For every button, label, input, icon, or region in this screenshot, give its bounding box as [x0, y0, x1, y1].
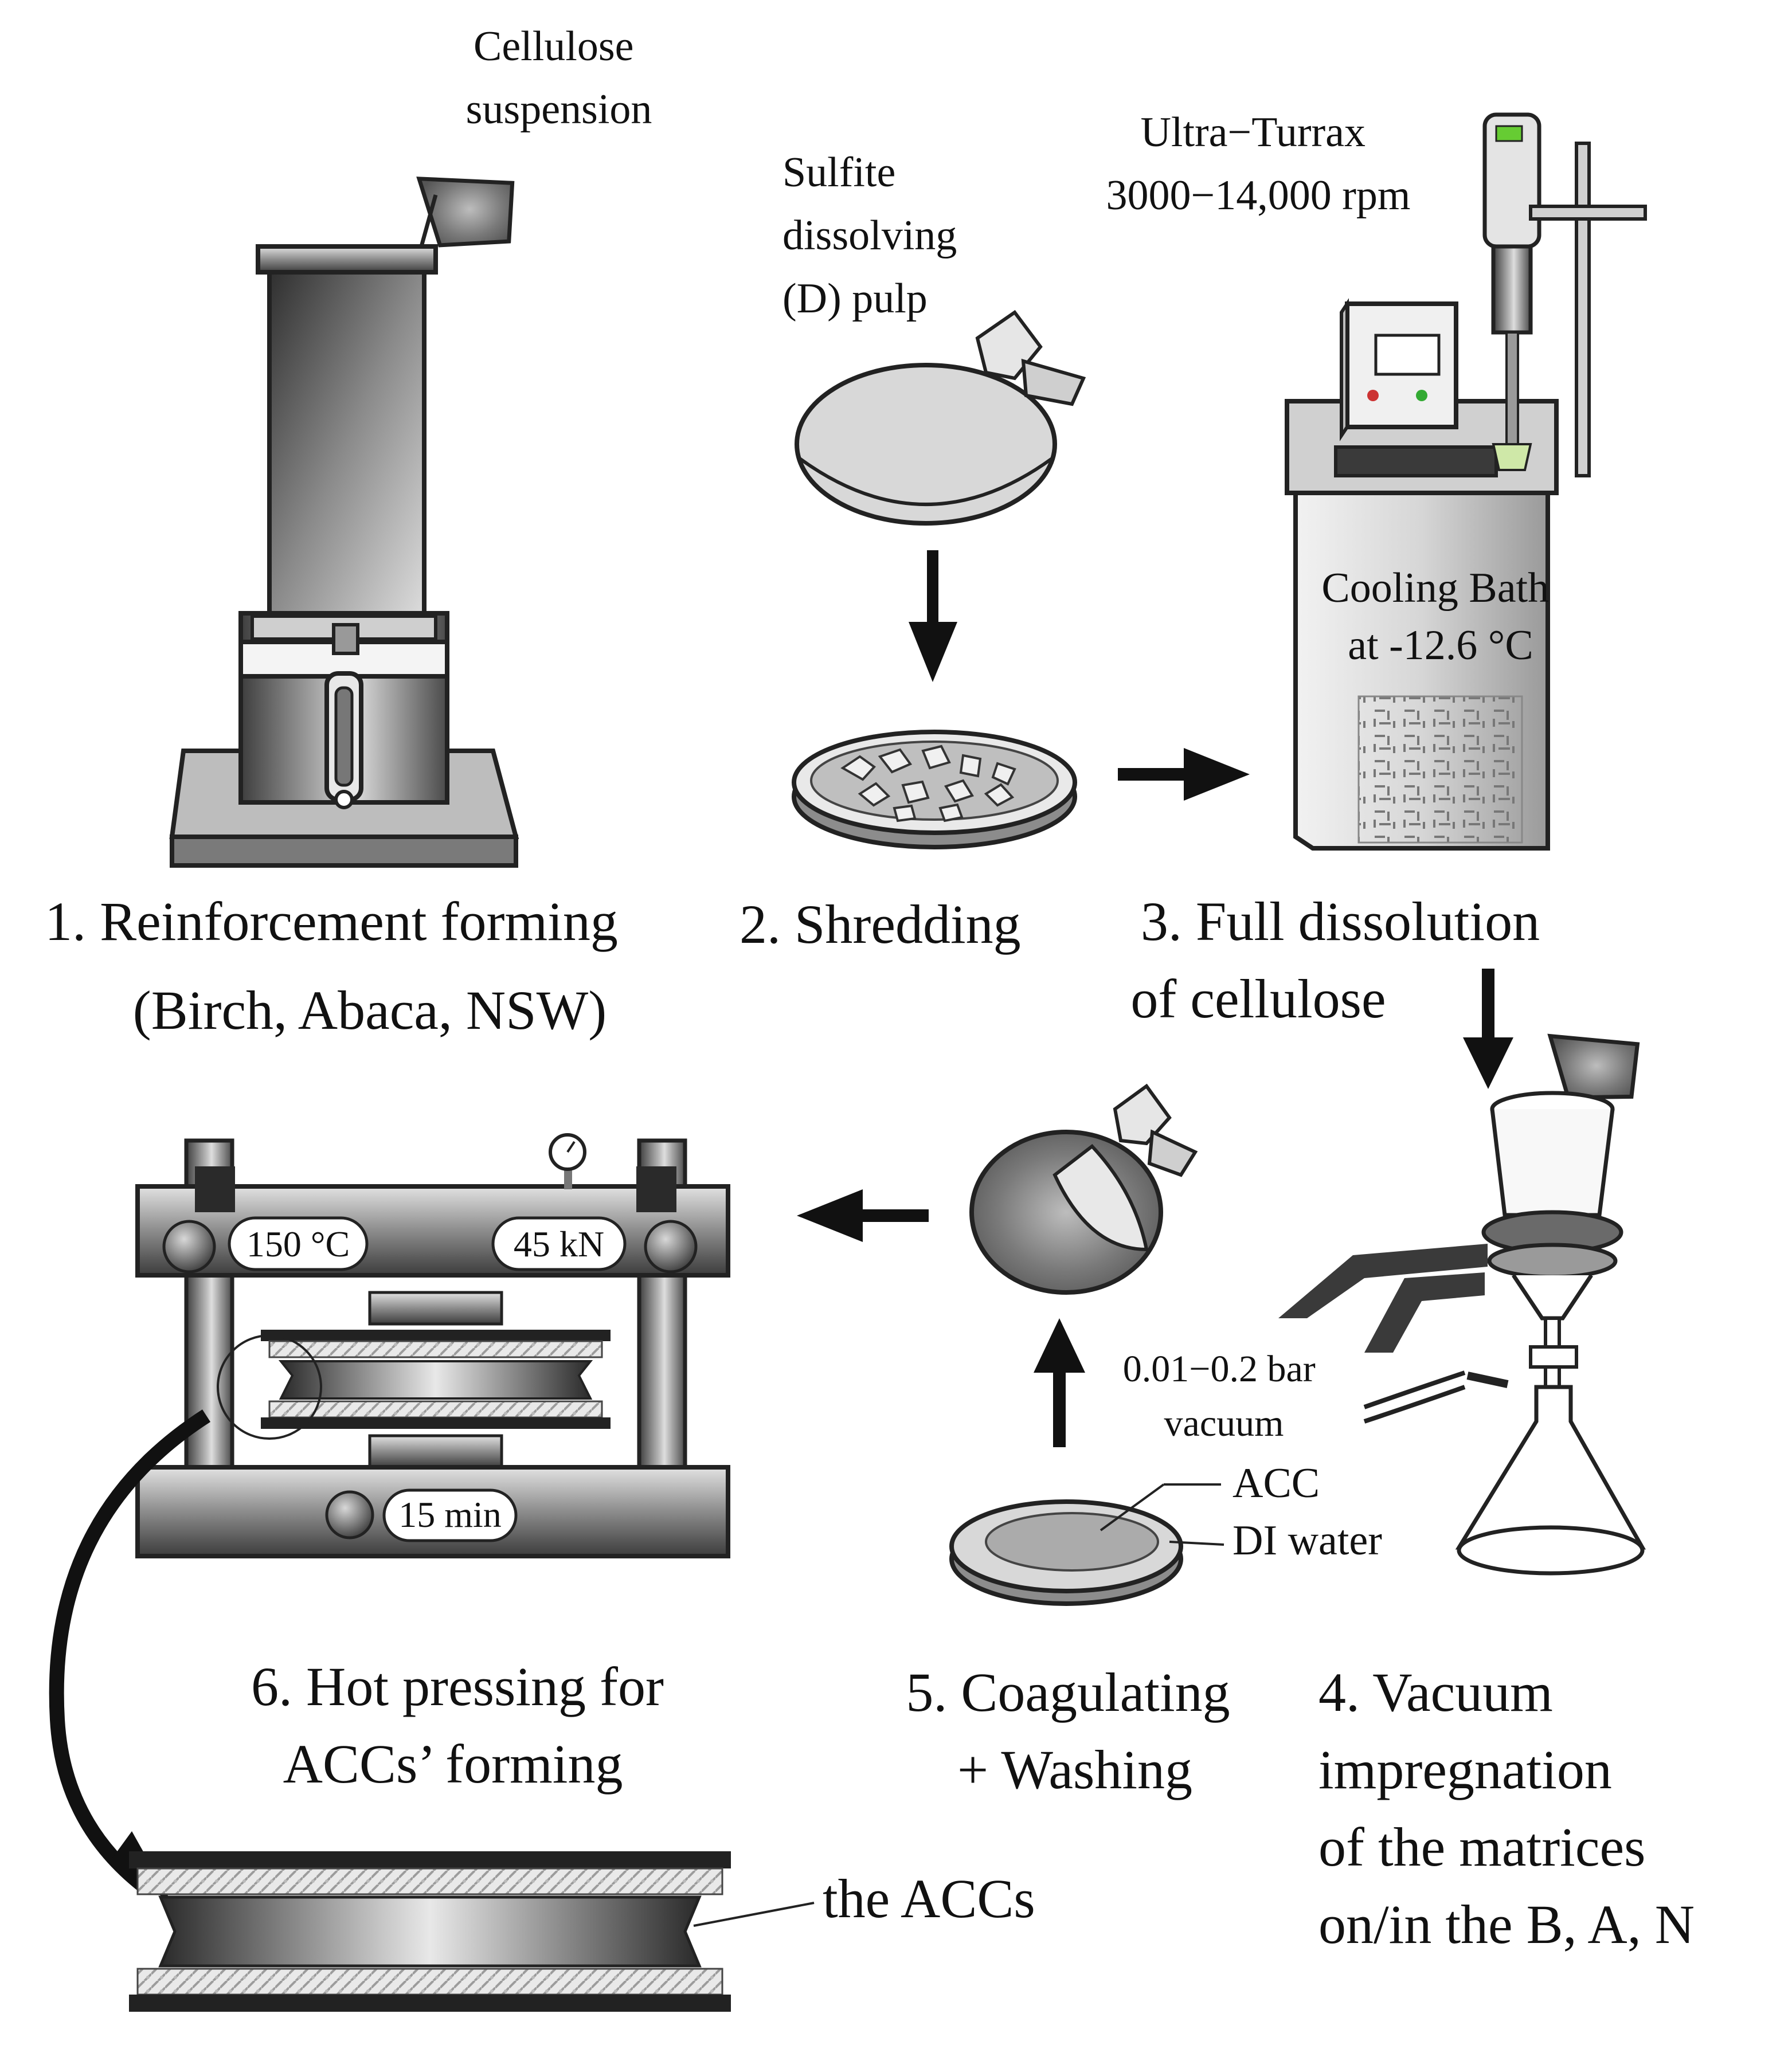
step4-title: 4. Vacuum impregnation of the matrices o…	[1318, 1662, 1695, 1955]
coagulated-sheet	[969, 1130, 1163, 1295]
step6-title: 6. Hot pressing for ACCs’ forming	[251, 1656, 678, 1795]
vacuum-label: 0.01−0.2 bar vacuum	[1123, 1348, 1325, 1444]
vacuum-filtration-setup	[1278, 1091, 1646, 1576]
arrow-sheet-to-press	[797, 1189, 929, 1242]
mixer-label: Ultra−Turrax 3000−14,000 rpm	[1106, 109, 1411, 219]
step1-title: 1. Reinforcement forming (Birch, Abaca, …	[45, 891, 632, 1041]
arrow-bath-to-filter	[1463, 969, 1513, 1089]
press-detail	[129, 1851, 815, 2012]
pulp-sheet	[795, 363, 1057, 526]
arrow-shreds-to-bath	[1118, 748, 1250, 801]
pouring-beaker	[416, 177, 515, 248]
pouring-beaker-2	[1547, 1033, 1640, 1100]
step5-title: 5. Coagulating + Washing	[906, 1662, 1243, 1800]
detail-label: the ACCs	[823, 1868, 1035, 1929]
pulp-label: Sulfite dissolving (D) pulp	[782, 149, 968, 322]
press-force: 45 kN	[514, 1224, 604, 1264]
hand-icon	[975, 310, 1086, 406]
shredded-pulp-dish	[792, 730, 1077, 849]
arrow-dish-to-sheet	[1034, 1318, 1085, 1447]
bath-label: Cooling Bath at -12.6 °C	[1321, 565, 1559, 669]
sheet-former	[169, 244, 519, 868]
step2-title: 2. Shredding	[740, 894, 1021, 955]
cooling-bath	[1285, 399, 1559, 851]
hot-press	[135, 1133, 730, 1558]
pour-label: Cellulose suspension	[466, 23, 652, 133]
press-time: 15 min	[398, 1494, 502, 1535]
arrow-sheet-to-shreds	[909, 550, 957, 682]
washing-dish	[949, 1483, 1224, 1606]
step3-title: 3. Full dissolution of cellulose	[1130, 891, 1554, 1029]
homogenizer	[1482, 112, 1647, 477]
dish-label-acc: ACC	[1233, 1460, 1320, 1507]
press-temperature: 150 °C	[247, 1224, 350, 1264]
thermostat-controller	[1340, 298, 1458, 441]
dish-label-water: DI water	[1233, 1517, 1382, 1564]
hand-icon-2	[1113, 1083, 1198, 1177]
